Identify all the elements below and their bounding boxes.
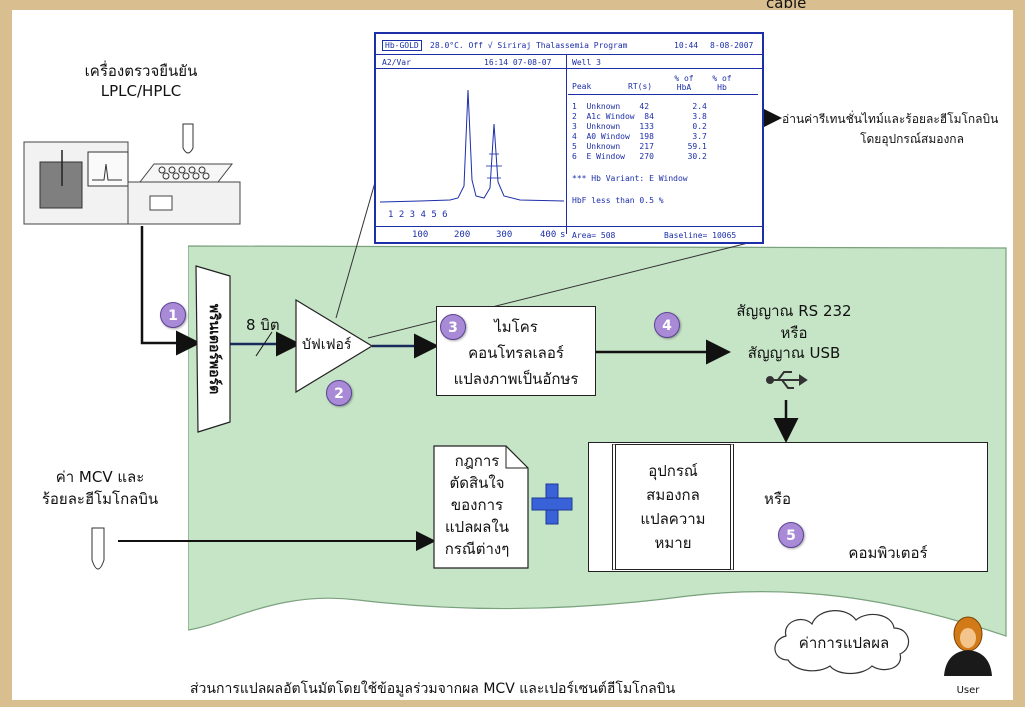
hplc-title-line1: เครื่องตรวจยืนยัน [56,62,226,80]
screen-col-rt: RT(s) [628,82,652,91]
screen-hbf: HbF less than 0.5 % [572,196,664,205]
screen-peak-marks: 1 2 3 4 5 6 [388,210,448,220]
rules-line1: กฎการ [434,452,520,470]
screen-header-time: 10:44 [674,41,698,50]
screen-peak-row-2: 2 A1c Window 84 3.8 [572,112,707,121]
micro-line2: คอนโทรลเลอร์ [436,344,596,362]
screen-col-pct-hba: % of HbA [670,74,698,92]
screen-row2-well: Well 3 [572,58,601,67]
micro-line3: แปลงภาพเป็นอักษร [436,370,596,388]
screen-peak-row-3: 3 Unknown 133 0.2 [572,122,707,131]
screen-tick-200: 200 [454,230,470,240]
rules-line3: ของการ [434,496,520,514]
or-label: หรือ [764,490,791,508]
read-values-line2: โดยอุปกรณ์สมองกล [832,130,992,148]
screen-area: Area= 508 [572,231,615,240]
screen-tick-100: 100 [412,230,428,240]
signal-line1: สัญญาณ RS 232 [714,302,874,320]
screen-peak-row-4: 4 A0 Window 198 3.7 [572,132,707,141]
step-3-badge: 3 [440,314,466,340]
screen-peak-row-5: 5 Unknown 217 59.1 [572,142,707,151]
screen-axis-unit: s [560,230,565,240]
hplc-report-screen: Hb-GOLD 28.0°C. Off √ Siriraj Thalassemi… [374,32,764,244]
screen-col-peak: Peak [572,82,591,91]
signal-line2: หรือ [714,324,874,342]
smart-device-line2: สมองกล [612,486,734,504]
screen-baseline: Baseline= 10065 [664,231,736,240]
smart-device-line3: แปลความ [612,510,734,528]
screen-tick-400: 400 [540,230,556,240]
rules-line4: แปลผลใน [434,518,520,536]
mcv-line1: ค่า MCV และ [20,468,180,486]
user-label: User [944,682,992,700]
read-values-line1: อ่านค่ารีเทนชั่นไทม์และร้อยละฮีโมโกลบิน [782,110,998,128]
computer-label: คอมพิวเตอร์ [828,544,948,562]
screen-header-date: 8-08-2007 [710,41,753,50]
step-1-badge: 1 [160,302,186,328]
step-2-badge: 2 [326,380,352,406]
caption: ส่วนการแปลผลอัตโนมัตโดยใช้ข้อมูลร่วมจากผ… [190,680,675,698]
result-cloud-label: ค่าการแปลผล [784,634,904,652]
mcv-line2: ร้อยละฮีโมโกลบิน [20,490,180,508]
screen-header-left: Hb-GOLD [382,40,422,51]
smart-device-line4: หมาย [612,534,734,552]
smart-device-line1: อุปกรณ์ [612,462,734,480]
screen-col-pct-hb: % of Hb [708,74,736,92]
screen-row2-mid: 16:14 07-08-07 [484,58,551,67]
printer-port-label: พรินเตอร์พอร์ต [205,291,223,407]
screen-peak-row-1: 1 Unknown 42 2.4 [572,102,707,111]
screen-row2-left: A2/Var [382,58,411,67]
rules-line2: ตัดสินใจ [434,474,520,492]
step-5-badge: 5 [778,522,804,548]
buffer-label: บัฟเฟอร์ [302,336,351,354]
rules-line5: กรณีต่างๆ [434,540,520,558]
screen-variant: *** Hb Variant: E Window [572,174,688,183]
step-4-badge: 4 [654,312,680,338]
hplc-title-line2: LPLC/HPLC [56,82,226,100]
screen-header-mid: 28.0°C. Off √ Siriraj Thalassemia Progra… [430,41,627,50]
screen-peak-row-6: 6 E Window 270 30.2 [572,152,707,161]
signal-line3: สัญญาณ USB [714,344,874,362]
eight-bit-label: 8 บิต [246,316,280,334]
screen-tick-300: 300 [496,230,512,240]
